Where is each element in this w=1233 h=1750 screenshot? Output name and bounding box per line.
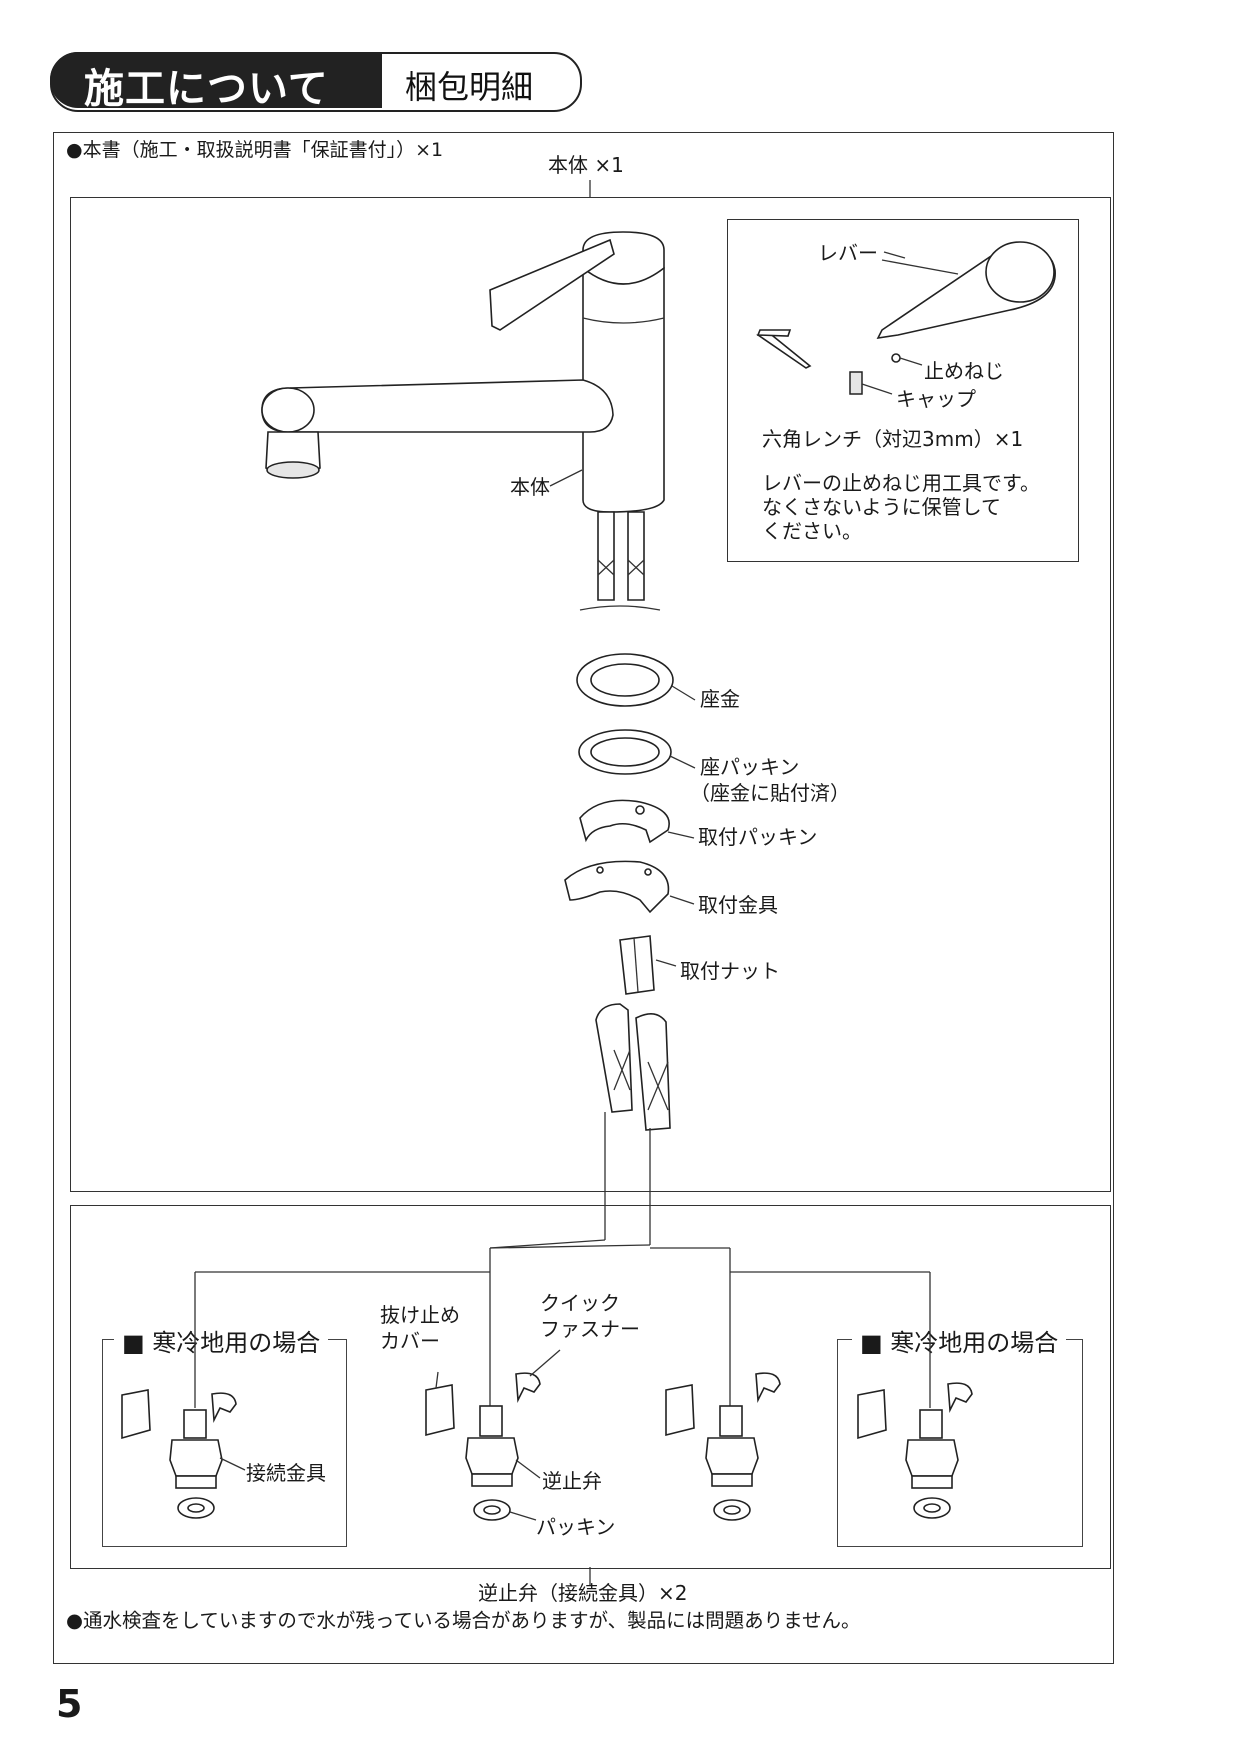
cap-label: キャップ — [896, 387, 976, 411]
packing-list-frame — [53, 132, 1114, 1664]
quick-fastener-label-1: クイック — [540, 1291, 620, 1315]
hex-wrench-label: 六角レンチ（対辺3mm）×1 — [762, 427, 1024, 451]
retainer-cover-label-1: 抜け止め — [380, 1303, 460, 1327]
seat-packing-note: （座金に貼付済） — [690, 781, 850, 805]
lever-label: レバー — [818, 241, 878, 265]
mount-packing-label: 取付パッキン — [698, 825, 818, 849]
wrench-note-line-1: レバーの止めねじ用工具です。 — [762, 471, 1040, 495]
washer-label: 座金 — [700, 687, 740, 711]
main-unit-label: 本体 — [510, 475, 550, 499]
main-unit-count-label: 本体 ×1 — [548, 153, 624, 177]
packing-label: パッキン — [536, 1515, 616, 1539]
lever-inset-frame — [727, 219, 1079, 562]
washer-illustration — [576, 653, 696, 707]
mount-nut-illustration — [619, 935, 677, 995]
section-header-tab — [50, 52, 382, 108]
check-valve-center-right — [665, 1372, 781, 1521]
mount-packing-illustration — [579, 799, 695, 844]
wrench-note-line-3: ください。 — [762, 519, 862, 543]
mount-bracket-illustration — [564, 860, 695, 914]
cold-region-title-right: ■ 寒冷地用の場合 — [852, 1323, 1067, 1358]
connection-fitting-label: 接続金具 — [246, 1461, 326, 1485]
seat-packing-label: 座パッキン — [700, 755, 800, 779]
mount-bracket-label: 取付金具 — [698, 893, 778, 917]
page-number: 5 — [56, 1682, 83, 1726]
check-valve-left — [121, 1389, 246, 1519]
check-valve-right — [857, 1382, 973, 1519]
manual-note: ●本書（施工・取扱説明書「保証書付」）×1 — [66, 139, 444, 161]
supply-hoses-illustration — [595, 1003, 671, 1131]
check-valve-center-left — [425, 1349, 561, 1521]
section-subtitle: 梱包明細 — [405, 68, 534, 106]
cold-region-title-left: ■ 寒冷地用の場合 — [114, 1323, 329, 1358]
wrench-note-line-2: なくさないように保管して — [762, 495, 1001, 519]
check-valve-label: 逆止弁 — [542, 1469, 602, 1493]
check-valve-count-label: 逆止弁（接続金具）×2 — [478, 1581, 688, 1605]
quick-fastener-label-2: ファスナー — [540, 1317, 640, 1341]
lever-part-illustration — [756, 241, 1056, 395]
mount-nut-label: 取付ナット — [680, 959, 780, 983]
water-note: ●通水検査をしていますので水が残っている場合がありますが、製品には問題ありません… — [66, 1609, 861, 1632]
section-title: 施工について — [84, 66, 329, 112]
set-screw-label: 止めねじ — [924, 359, 1004, 383]
main-unit-frame — [70, 197, 1111, 1192]
faucet-body-illustration — [261, 231, 665, 611]
seat-packing-illustration — [578, 729, 696, 775]
retainer-cover-label-2: カバー — [380, 1329, 440, 1353]
